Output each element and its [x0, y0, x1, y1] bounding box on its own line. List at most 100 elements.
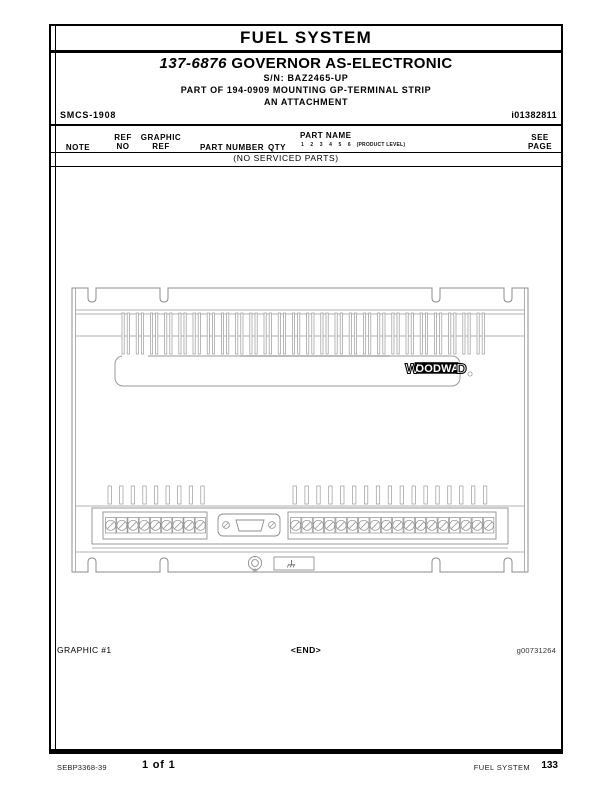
heat-sink-fin — [254, 312, 258, 355]
column-header-see-page: SEE PAGE — [520, 133, 560, 151]
heat-sink-fin — [135, 312, 139, 355]
screw-terminal — [290, 517, 302, 534]
terminal-pin — [387, 485, 392, 505]
heat-sink-fin — [292, 312, 295, 355]
heat-sink-fin — [382, 312, 386, 355]
terminal-pin — [200, 485, 205, 505]
column-header-ref-no-line2: NO — [116, 142, 130, 151]
heat-sink-fin — [141, 312, 144, 355]
screw-terminal — [437, 517, 449, 534]
product-level-label: (PRODUCT LEVEL) — [356, 142, 406, 148]
screw-terminal — [116, 517, 128, 534]
screw-terminal — [324, 517, 336, 534]
heat-sink-fin — [192, 312, 196, 355]
heat-sink-fin — [481, 312, 485, 355]
heat-sink-fin — [221, 312, 224, 355]
heat-sink-fin — [263, 312, 267, 355]
screw-terminal — [426, 517, 438, 534]
terminal-pin — [399, 485, 404, 505]
heat-sink-fin — [377, 312, 381, 355]
earth-ground-icon — [286, 560, 296, 568]
terminal-pin — [188, 485, 193, 505]
column-header-part-number: PART NUMBER — [199, 143, 264, 152]
terminal-pin — [423, 485, 428, 505]
heat-sink-fin — [425, 312, 428, 355]
heat-sink-fin — [334, 312, 338, 355]
footer-divider — [49, 751, 563, 754]
column-header-ref-no: REF NO — [103, 133, 143, 151]
terminal-pin — [471, 485, 476, 505]
section-title: FUEL SYSTEM — [240, 28, 372, 47]
screw-terminal — [301, 517, 313, 534]
terminal-pin — [119, 485, 124, 505]
footer-page-number: 133 — [541, 760, 558, 771]
parts-table-bottom-divider — [51, 166, 561, 167]
screw-terminal — [471, 517, 483, 534]
terminal-pin — [375, 485, 381, 505]
terminal-pin — [292, 485, 297, 505]
heat-sink-fin — [476, 312, 480, 355]
no-serviced-parts-message: (NO SERVICED PARTS) — [233, 153, 339, 163]
column-header-graphic-ref-line1: GRAPHIC — [140, 133, 182, 142]
document-code: SEBP3368-39 — [57, 763, 107, 772]
heat-sink-fin — [235, 312, 239, 355]
heat-sink-fin — [339, 312, 343, 355]
screw-terminal — [448, 517, 461, 534]
graphic-label: GRAPHIC #1 — [57, 645, 112, 655]
serial-number-line: S/N: BAZ2465-UP — [263, 73, 349, 83]
terminal-pin — [142, 485, 147, 505]
footer-section-name: FUEL SYSTEM — [473, 763, 530, 772]
title-divider — [51, 50, 561, 53]
screw-terminal — [105, 517, 117, 534]
column-header-see-page-line2: PAGE — [527, 142, 553, 151]
screw-terminal — [194, 517, 206, 534]
terminal-block-left — [102, 511, 208, 540]
screw-terminal — [183, 517, 195, 534]
column-header-part-name: PART NAME — [300, 131, 352, 140]
heat-sink-fin — [448, 312, 452, 355]
woodward-logo-d: D — [456, 360, 467, 377]
product-level-numbers: 1 2 3 4 5 6 — [301, 142, 354, 148]
woodward-logo-w: W — [405, 360, 420, 377]
ground-stud — [247, 555, 263, 573]
screw-terminal — [127, 517, 139, 534]
woodward-logo-dot — [467, 371, 473, 377]
heat-sink-fin — [206, 312, 210, 355]
terminal-pin — [177, 485, 182, 505]
heat-sink-fin — [453, 312, 457, 355]
screw-terminal — [403, 517, 415, 534]
governor-illustration: W OODWAR D — [71, 287, 529, 573]
terminal-pin — [364, 485, 369, 505]
heat-sink-fin — [249, 312, 253, 355]
heat-sink-fin — [410, 312, 414, 355]
page-border-inner-left — [55, 24, 56, 751]
screw-terminal — [149, 517, 162, 534]
terminal-pin — [328, 485, 333, 505]
heat-sink-fin — [169, 312, 173, 355]
terminal-pin — [352, 485, 357, 505]
screw-terminal — [138, 517, 150, 534]
heat-sink-fin — [268, 312, 272, 355]
heat-sink-fin — [405, 312, 409, 355]
terminal-pin — [130, 485, 135, 505]
woodward-logo-middle: OODWAR — [416, 363, 468, 375]
screw-terminal — [335, 517, 347, 534]
page-border — [49, 24, 563, 751]
heat-sink-fin — [297, 312, 301, 355]
column-header-graphic-ref-line2: REF — [152, 142, 170, 151]
column-header-graphic-ref: GRAPHIC REF — [130, 133, 192, 151]
screw-terminal — [161, 517, 173, 534]
screw-terminal — [392, 517, 404, 534]
heat-sink-fin — [126, 312, 130, 355]
header-divider — [51, 124, 561, 126]
heat-sink-fin — [320, 312, 324, 355]
heat-sink-fin — [325, 312, 329, 355]
column-header-note: NOTE — [65, 143, 91, 152]
screw-terminal — [358, 517, 370, 534]
terminal-pin — [165, 485, 170, 505]
terminal-pin — [435, 485, 440, 505]
heat-sink-fin — [197, 312, 201, 355]
terminal-pin — [107, 485, 112, 505]
column-header-qty: QTY — [268, 143, 286, 152]
terminal-pin — [411, 485, 416, 505]
